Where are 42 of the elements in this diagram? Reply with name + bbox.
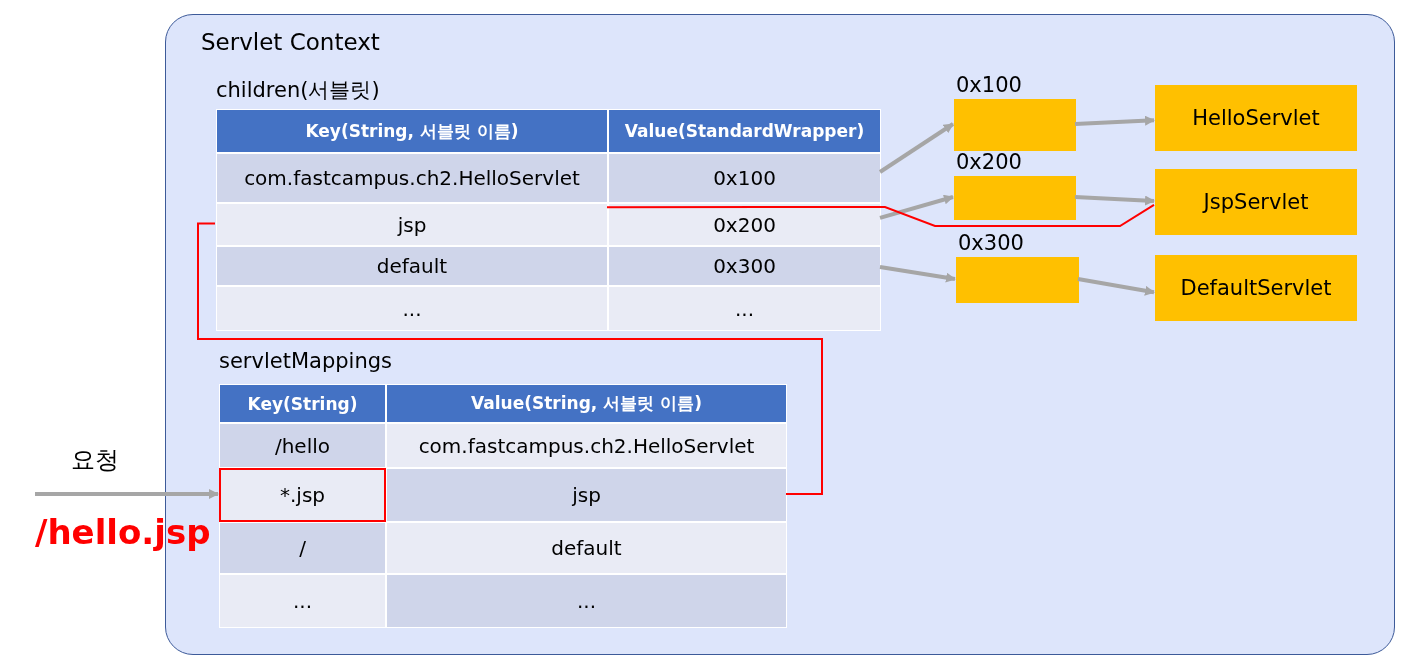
wrapper-box	[954, 176, 1076, 220]
table-cell: default	[216, 246, 608, 286]
connector-line	[197, 222, 823, 495]
table-cell: default	[386, 522, 787, 574]
table-cell: 0x100	[608, 153, 881, 203]
wrapper-box	[956, 257, 1079, 303]
table-cell: ...	[608, 286, 881, 331]
address-label: 0x300	[958, 231, 1024, 255]
table-cell: 0x200	[608, 203, 881, 246]
table-cell: 0x300	[608, 246, 881, 286]
header-cell: Value(StandardWrapper)	[608, 109, 881, 153]
header-cell: Key(String, 서블릿 이름)	[216, 109, 608, 153]
panel-title: Servlet Context	[201, 29, 380, 55]
connector-line	[606, 203, 1155, 227]
address-label: 0x200	[956, 150, 1022, 174]
servlet-box: HelloServlet	[1155, 85, 1357, 151]
table-cell: jsp	[216, 203, 608, 246]
address-label: 0x100	[956, 73, 1022, 97]
header-cell: Value(String, 서블릿 이름)	[386, 384, 787, 423]
table-cell: /hello	[219, 423, 386, 468]
arrow	[35, 489, 219, 499]
table-cell: ...	[386, 574, 787, 628]
table-cell: *.jsp	[219, 468, 386, 522]
header-cell: Key(String)	[219, 384, 386, 423]
arrow	[879, 194, 954, 220]
arrow	[1077, 277, 1155, 296]
table-cell: ...	[219, 574, 386, 628]
table-cell: com.fastcampus.ch2.HelloServlet	[216, 153, 608, 203]
arrow	[879, 265, 956, 283]
edge-label: 요청	[71, 445, 119, 476]
table-cell: jsp	[386, 468, 787, 522]
table-cell: ...	[216, 286, 608, 331]
arrow	[878, 122, 955, 174]
arrow	[1074, 115, 1155, 126]
wrapper-box	[954, 99, 1076, 151]
servlet-box: JspServlet	[1155, 169, 1357, 235]
table-cell: /	[219, 522, 386, 574]
table-title: children(서블릿)	[216, 77, 380, 104]
servlet-box: DefaultServlet	[1155, 255, 1357, 321]
table-title: servletMappings	[219, 349, 392, 373]
arrow	[1074, 195, 1155, 206]
table-cell: com.fastcampus.ch2.HelloServlet	[386, 423, 787, 468]
